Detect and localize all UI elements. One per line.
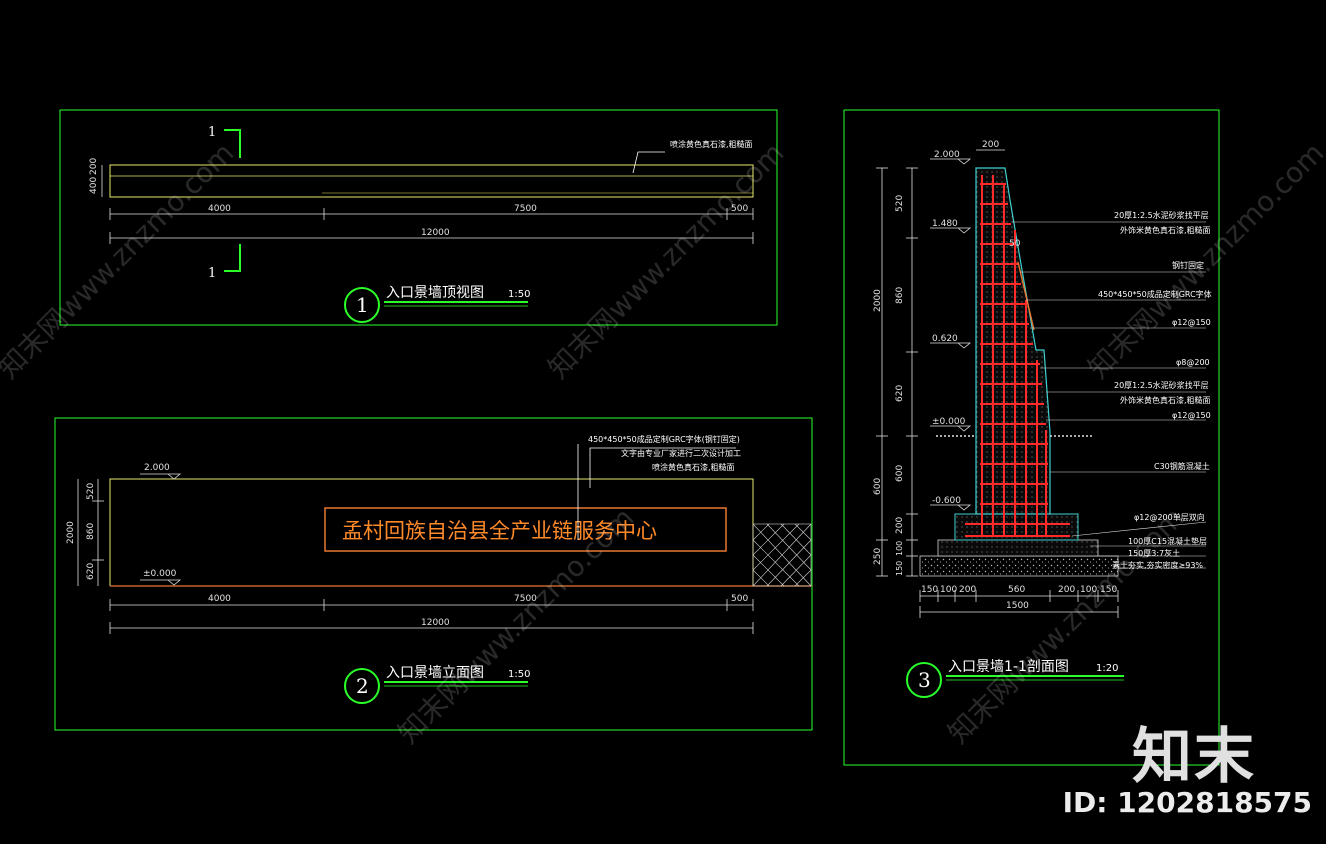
view2-frame [54,417,813,731]
view3-slope-dim: 50 [1009,239,1021,249]
view3-section: 2.000 1.480 0.620 ±0.000 -0.600 200 50 2… [843,109,1220,766]
view3-dim-h-200b: 200 [1058,585,1075,595]
sign-text: 孟村回族自治县全产业链服务中心 [342,519,657,543]
wall-body [975,167,1051,515]
view3-dim-v-860: 860 [895,287,905,304]
view3-top-dim: 200 [982,140,999,150]
view3-dim-v-600: 600 [895,465,905,482]
callout-12: 100厚C15混凝土垫层 [1128,536,1207,546]
callout-14: 素土夯实,夯实密度≥93% [1112,560,1203,570]
view2-title-circle [344,668,380,704]
callout-4: 450*450*50成品定制GRC字体 [1098,289,1212,299]
view2-dim-v-620: 620 [86,563,96,580]
callout-7: 20厚1:2.5水泥砂浆找平层 [1114,380,1209,390]
view3-frame [843,109,1220,766]
view1-dim-7500: 7500 [514,204,537,214]
view1-top-plan: 1 1 喷涂黄色真石漆,粗糙面 400 200 4000 7500 500 12… [59,109,778,326]
view2-note-2: 文字由专业厂家进行二次设计加工 [621,448,741,458]
view1-note: 喷涂黄色真石漆,粗糙面 [670,139,753,149]
view3-dim-v-600o: 600 [873,478,883,495]
view3-title: 入口景墙1-1剖面图 [948,659,1069,675]
view3-dim-h-150b: 150 [1100,585,1117,595]
view2-dim-v-860: 860 [86,523,96,540]
soil-layer [919,555,1119,577]
callout-8: 外饰米黄色真石漆,粗糙面 [1120,395,1211,405]
view1-dim-500: 500 [731,204,748,214]
view2-dim-v-total: 2000 [66,521,76,544]
view3-level-148: 1.480 [932,219,958,229]
view3-dim-v-250: 250 [873,548,883,565]
view3-level-200: 2.000 [934,150,960,160]
view1-number: 1 [356,293,369,317]
view2-dim-total: 12000 [421,618,450,628]
callout-11: φ12@200单层双向 [1134,512,1205,522]
callout-3: 钢钉固定 [1172,260,1204,270]
view3-dim-h-100a: 100 [940,585,957,595]
callout-9: φ12@150 [1172,411,1211,420]
view3-dim-total: 1500 [1006,601,1029,611]
sign-box [324,507,727,552]
callout-13: 150厚3:7灰土 [1128,548,1180,558]
view1-section-label-top: 1 [208,125,216,140]
view2-number: 2 [356,674,369,698]
view3-dim-v-2000: 2000 [873,289,883,312]
view3-dim-v-150: 150 [895,561,904,576]
view1-frame [59,109,778,326]
callout-5: φ12@150 [1172,318,1211,327]
view2-fence [752,523,812,587]
view1-section-mark-bottom [224,244,241,272]
view3-dim-h-150a: 150 [921,585,938,595]
view3-title-circle [906,662,942,698]
view2-level-base: ±0.000 [143,569,177,579]
view2-note-3: 喷涂黄色真石漆,粗糙面 [652,462,735,472]
view2-title: 入口景墙立面图 [386,665,484,681]
view3-dim-h-100b: 100 [1080,585,1097,595]
wm-diag-2: 知末网www.znzmo.com [542,136,791,385]
view2-dim-4000: 4000 [208,594,231,604]
lime-layer [937,539,1099,557]
view3-level-m06: -0.600 [932,496,961,506]
callout-6: φ8@200 [1176,358,1210,367]
watermark-id: ID: 1202818575 [1062,786,1312,819]
view1-dim-v-200: 200 [89,158,99,175]
rebar-grid [965,175,1070,537]
view3-dim-v-520: 520 [895,195,905,212]
view2-scale: 1:50 [508,669,530,680]
view3-level-062: 0.620 [932,334,958,344]
view2-dim-7500: 7500 [514,594,537,604]
view3-dim-v-200: 200 [895,517,905,534]
view2-dim-v-520: 520 [86,483,96,500]
view1-wall-outline [109,164,754,198]
view3-number: 3 [918,668,931,692]
view2-elevation: 孟村回族自治县全产业链服务中心 450*450*50成品定制GRC字体(钢钉固定… [54,417,813,731]
view3-level-000: ±0.000 [932,417,966,427]
view1-scale: 1:50 [508,289,530,300]
view1-dim-4000: 4000 [208,204,231,214]
wm-diag-3: 知末网www.znzmo.com [1082,136,1326,385]
view2-note-1: 450*450*50成品定制GRC字体(钢钉固定) [588,434,740,444]
view1-dim-v-400: 400 [89,177,99,194]
view3-dim-h-560: 560 [1008,585,1025,595]
view1-section-label-bottom: 1 [208,266,216,281]
view3-dim-v-100: 100 [895,541,904,556]
wm-diag-1: 知末网www.znzmo.com [0,136,240,385]
watermark-logo: 知末 [1132,722,1256,792]
view2-dim-500: 500 [731,594,748,604]
view3-dim-v-620: 620 [895,385,905,402]
callout-1: 20厚1:2.5水泥砂浆找平层 [1114,210,1209,220]
view1-title: 入口景墙顶视图 [386,285,484,301]
callout-2: 外饰米黄色真石漆,粗糙面 [1120,225,1211,235]
view1-section-mark-top [224,129,241,158]
view3-scale: 1:20 [1096,663,1118,674]
callout-10: C30钢筋混凝土 [1154,461,1210,471]
view1-dim-total: 12000 [421,228,450,238]
view2-level-top: 2.000 [144,463,170,473]
view3-dim-h-200a: 200 [959,585,976,595]
view1-title-circle [344,287,380,323]
